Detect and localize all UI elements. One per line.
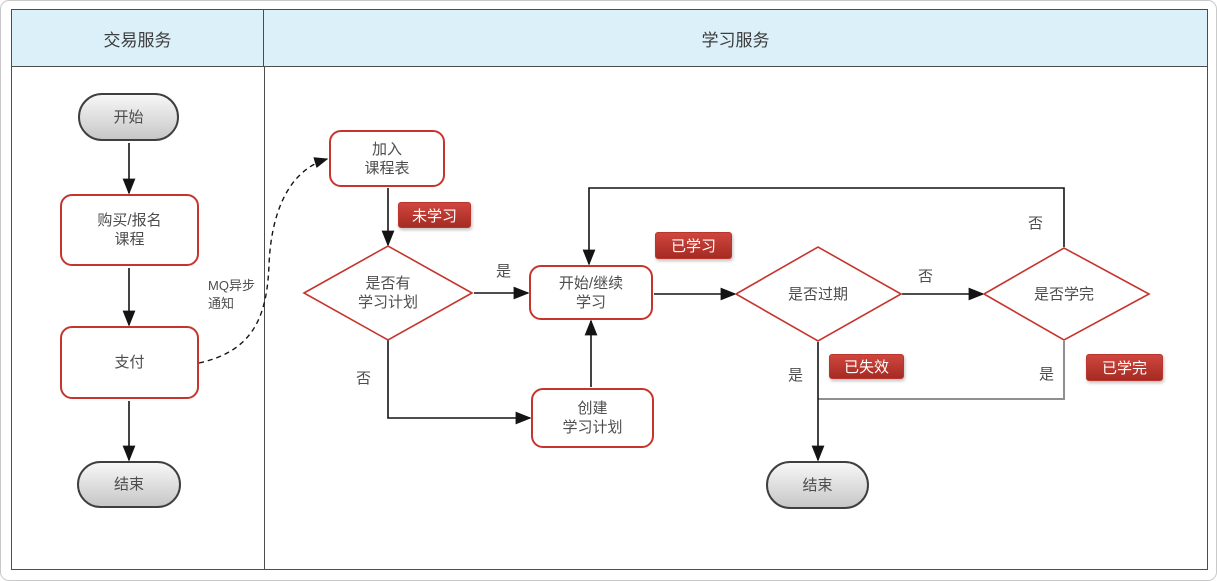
badge-not-learned: 未学习: [398, 202, 471, 228]
edge-label-no-expired: 否: [918, 268, 934, 285]
node-end-learning: 结束: [766, 461, 869, 509]
edge-label-yes-finished: 是: [1039, 366, 1055, 383]
edge-label-no-has-plan: 否: [356, 370, 372, 387]
edge-label-mq-notify: MQ异步 通知: [208, 278, 255, 311]
badge-finished: 已学完: [1086, 354, 1163, 381]
lane-divider: [264, 67, 265, 570]
edge-label-yes-has-plan: 是: [496, 263, 512, 280]
node-end-transaction: 结束: [77, 461, 181, 508]
label-finished-question: 是否学完: [1033, 285, 1094, 303]
lane-title-transaction: 交易服务: [103, 30, 172, 50]
node-join-schedule: 加入 课程表: [329, 130, 445, 187]
node-start: 开始: [78, 93, 179, 141]
swimlane-table: 交易服务 学习服务: [11, 9, 1208, 570]
edge-label-yes-expired: 是: [788, 367, 804, 384]
lane-header-transaction: 交易服务: [12, 10, 264, 67]
node-buy-course: 购买/报名 课程: [60, 194, 199, 266]
label-has-plan-question: 是否有 学习计划: [357, 275, 418, 311]
lane-title-learning: 学习服务: [701, 30, 770, 50]
edge-label-no-finished: 否: [1028, 215, 1044, 232]
node-create-plan: 创建 学习计划: [531, 388, 654, 448]
label-expired-question: 是否过期: [787, 285, 848, 303]
badge-learned: 已学习: [655, 232, 732, 259]
badge-invalid: 已失效: [829, 354, 904, 379]
node-start-continue-learning: 开始/继续 学习: [529, 265, 653, 320]
node-pay: 支付: [60, 326, 199, 399]
lane-header-learning: 学习服务: [264, 10, 1207, 67]
